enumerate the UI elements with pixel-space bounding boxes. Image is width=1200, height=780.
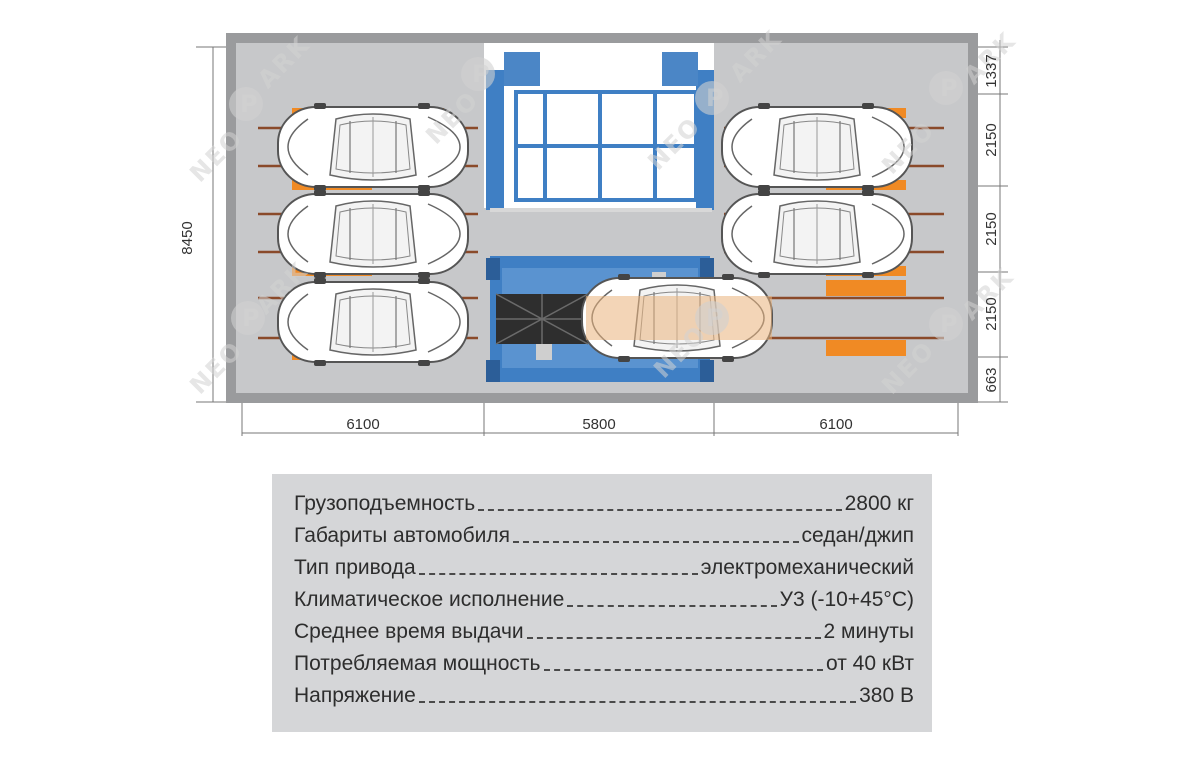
- parked-car-left-3: [277, 277, 469, 367]
- spec-leader: [418, 573, 698, 575]
- spec-leader: [478, 509, 842, 511]
- spec-label: Климатическое исполнение: [294, 588, 565, 611]
- spec-leader: [418, 701, 857, 703]
- spec-value: 2 минуты: [823, 620, 915, 643]
- spec-row-climate: Климатическое исполнение У3 (-10+45°С): [294, 584, 914, 612]
- spec-value: седан/джип: [801, 524, 915, 547]
- spec-label: Тип привода: [294, 556, 416, 579]
- dimension-left-width: 6100: [346, 416, 379, 433]
- dimension-total-height: 8450: [179, 221, 196, 254]
- spec-label: Среднее время выдачи: [294, 620, 524, 643]
- dimension-right-segment-4: 2150: [983, 297, 1000, 330]
- dimension-right-segment-2: 2150: [983, 123, 1000, 156]
- spec-label: Потребляемая мощность: [294, 652, 541, 675]
- dimension-middle-width: 5800: [582, 416, 615, 433]
- parked-car-right-2: [721, 189, 913, 279]
- spec-value: У3 (-10+45°С): [779, 588, 914, 611]
- dimension-right-segment-1: 1337: [983, 54, 1000, 87]
- spec-row-vehicle-size: Габариты автомобиля седан/джип: [294, 520, 914, 548]
- dimension-right-segment-3: 2150: [983, 212, 1000, 245]
- spec-row-delivery-time: Среднее время выдачи 2 минуты: [294, 616, 914, 644]
- spec-row-voltage: Напряжение 380 В: [294, 680, 914, 708]
- spec-value: 380 В: [859, 684, 914, 707]
- spec-label: Напряжение: [294, 684, 416, 707]
- spec-value: 2800 кг: [844, 492, 914, 515]
- left-parking-column: [258, 102, 478, 367]
- spec-leader: [567, 605, 777, 607]
- dimension-right-width: 6100: [819, 416, 852, 433]
- parked-car-right-1: [721, 102, 913, 192]
- specs-panel: Грузоподъемность 2800 кг Габариты автомо…: [272, 474, 932, 732]
- spec-value: электромеханический: [700, 556, 914, 579]
- spec-row-drive-type: Тип привода электромеханический: [294, 552, 914, 580]
- spec-label: Грузоподъемность: [294, 492, 476, 515]
- parked-car-left-2: [277, 189, 469, 279]
- spec-row-capacity: Грузоподъемность 2800 кг: [294, 488, 914, 516]
- spec-leader: [513, 541, 799, 543]
- car-on-lift: [581, 273, 773, 363]
- dimension-lines: [196, 40, 1008, 436]
- spec-leader: [543, 669, 824, 671]
- spec-row-power: Потребляемая мощность от 40 кВт: [294, 648, 914, 676]
- dimension-right-segment-5: 663: [983, 367, 1000, 392]
- spec-label: Габариты автомобиля: [294, 524, 510, 547]
- spec-leader: [526, 637, 821, 639]
- parking-plan-diagram: P: [179, 24, 1022, 436]
- spec-value: от 40 кВт: [826, 652, 914, 675]
